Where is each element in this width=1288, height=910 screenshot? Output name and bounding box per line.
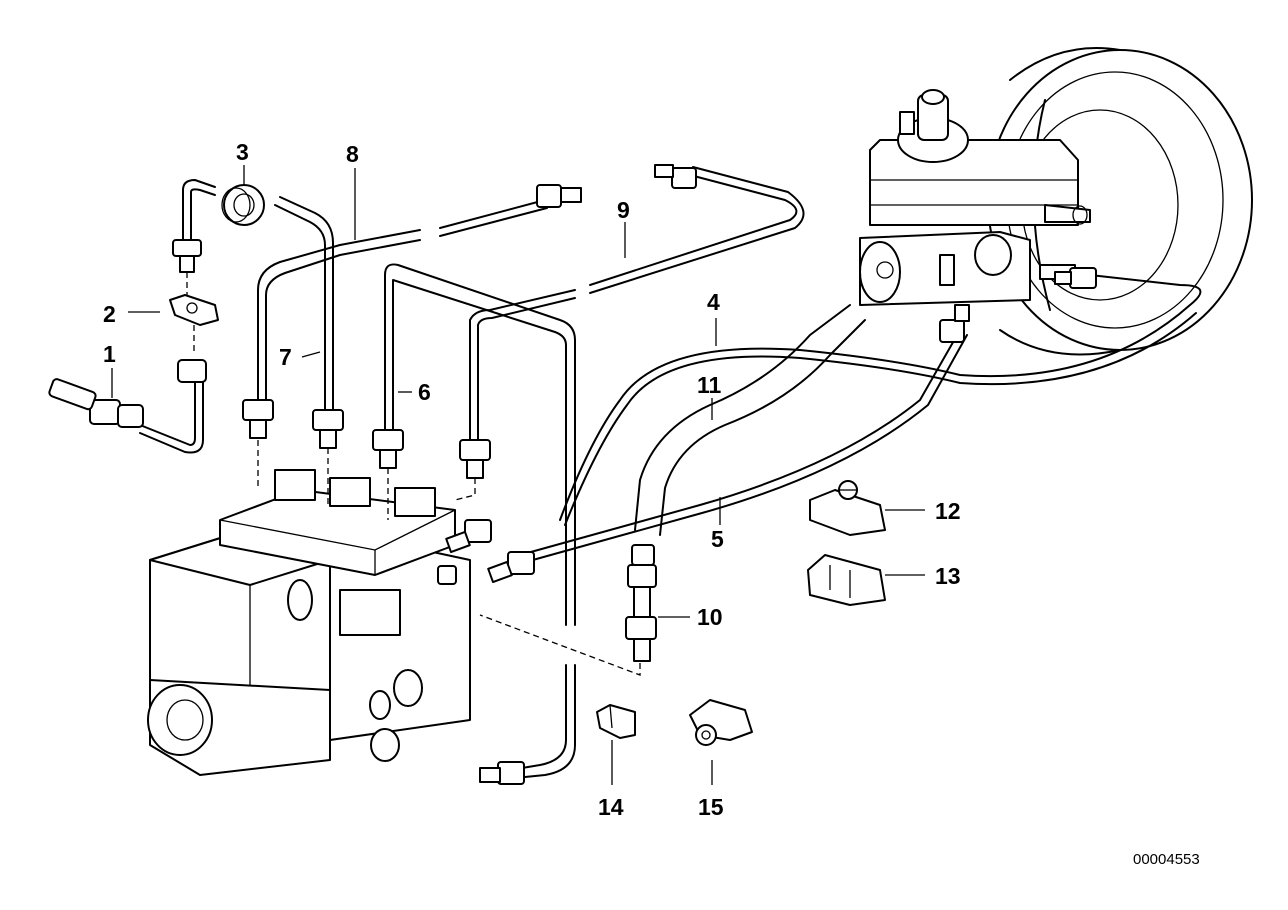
diagram-code: 00004553 (1133, 851, 1200, 868)
brake-pipes (139, 166, 1202, 779)
pipe-fittings (48, 164, 1097, 785)
callout-9: 9 (617, 197, 630, 223)
small-parts (169, 184, 886, 746)
callout-8: 8 (346, 141, 359, 167)
leader-lines (111, 165, 925, 785)
callout-6: 6 (418, 379, 431, 405)
callout-2: 2 (103, 301, 116, 327)
callout-10: 10 (697, 604, 723, 630)
callout-3: 3 (236, 139, 249, 165)
callout-labels: 1 2 3 4 5 6 7 8 9 10 11 12 13 14 15 (103, 139, 961, 820)
callout-13: 13 (935, 563, 961, 589)
callout-4: 4 (707, 289, 720, 315)
callout-7: 7 (279, 344, 292, 370)
callout-15: 15 (698, 794, 724, 820)
abs-hydraulic-unit (147, 469, 471, 776)
callout-14: 14 (598, 794, 624, 820)
callout-5: 5 (711, 526, 724, 552)
callout-1: 1 (103, 341, 116, 367)
callout-12: 12 (935, 498, 961, 524)
master-cylinder (859, 89, 1091, 306)
callout-11: 11 (697, 372, 722, 398)
